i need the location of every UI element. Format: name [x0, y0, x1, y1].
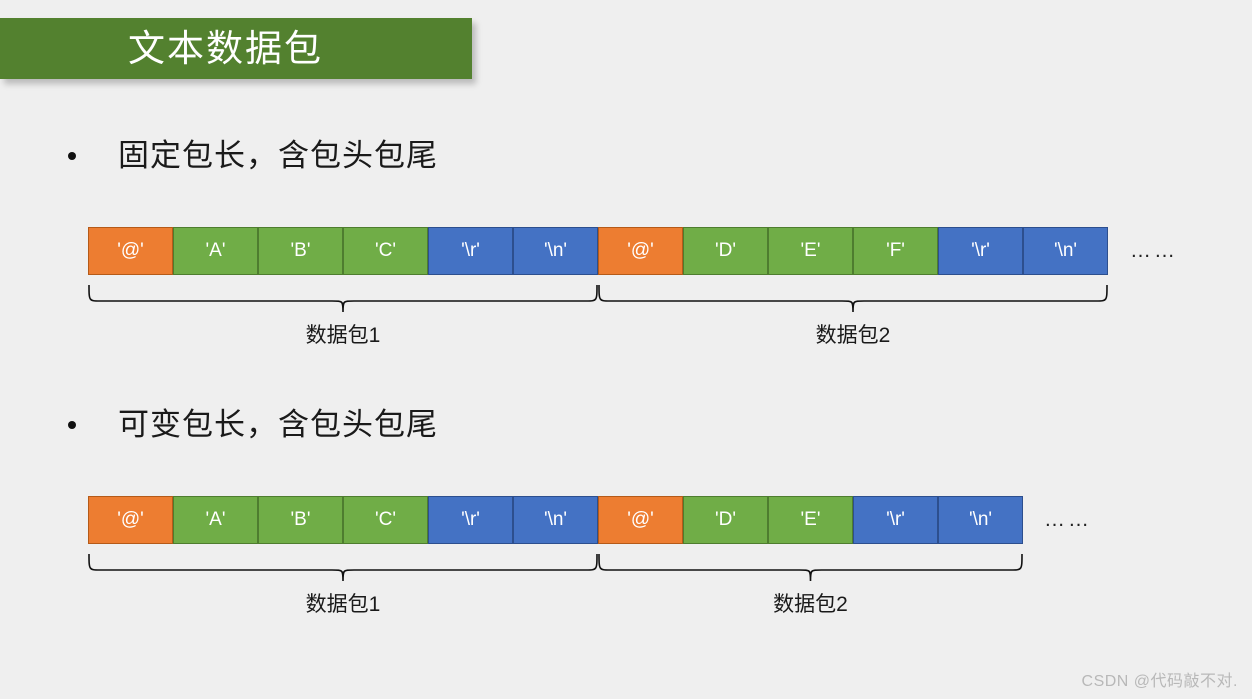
byte-cell: 'B' — [258, 227, 343, 275]
byte-cell: 'A' — [173, 496, 258, 544]
packet-label: 数据包1 — [305, 324, 381, 347]
brace-icon — [598, 284, 1108, 313]
packet-brace: 数据包1 — [88, 552, 598, 615]
bullet-dot-icon — [68, 151, 76, 160]
byte-cell: '\n' — [513, 496, 598, 544]
byte-cell: 'D' — [683, 227, 768, 275]
bullet-dot-icon — [68, 420, 76, 429]
bullet-label: 固定包长，含包头包尾 — [118, 138, 438, 173]
byte-strip-fixed-length: '@''A''B''C''\r''\n''@''D''E''F''\r''\n' — [88, 227, 1108, 275]
bullet-label: 可变包长，含包头包尾 — [118, 407, 438, 442]
page-title: 文本数据包 — [128, 28, 323, 69]
byte-cell: '@' — [88, 496, 173, 544]
brace-icon — [88, 553, 598, 582]
bullet-item-fixed-length: 固定包长，含包头包尾 — [68, 140, 438, 171]
brace-icon — [88, 284, 598, 313]
ellipsis-fixed-length: …… — [1130, 239, 1178, 262]
slide-title-banner: 文本数据包 — [0, 18, 472, 79]
byte-cell: 'C' — [343, 496, 428, 544]
byte-cell: '\r' — [938, 227, 1023, 275]
byte-cell: '@' — [88, 227, 173, 275]
byte-cell: '\r' — [428, 227, 513, 275]
byte-cell: 'C' — [343, 227, 428, 275]
byte-cell: 'E' — [768, 496, 853, 544]
packet-label: 数据包2 — [773, 593, 848, 616]
packet-label: 数据包2 — [815, 324, 891, 347]
packet-brace: 数据包2 — [598, 283, 1108, 346]
byte-cell: 'A' — [173, 227, 258, 275]
packet-brace: 数据包2 — [598, 552, 1023, 615]
byte-cell: '@' — [598, 227, 683, 275]
bullet-item-variable-length: 可变包长，含包头包尾 — [68, 409, 438, 440]
byte-cell: 'B' — [258, 496, 343, 544]
byte-cell: '\n' — [513, 227, 598, 275]
byte-cell: 'D' — [683, 496, 768, 544]
byte-cell: '\r' — [853, 496, 938, 544]
byte-cell: 'F' — [853, 227, 938, 275]
ellipsis-variable-length: …… — [1044, 508, 1092, 531]
watermark: CSDN @代码敲不对. — [1081, 673, 1238, 690]
byte-cell: '\r' — [428, 496, 513, 544]
byte-cell: '\n' — [1023, 227, 1108, 275]
byte-strip-variable-length: '@''A''B''C''\r''\n''@''D''E''\r''\n' — [88, 496, 1023, 544]
byte-cell: 'E' — [768, 227, 853, 275]
packet-label: 数据包1 — [305, 593, 381, 616]
packet-brace: 数据包1 — [88, 283, 598, 346]
byte-cell: '@' — [598, 496, 683, 544]
brace-icon — [598, 553, 1023, 582]
byte-cell: '\n' — [938, 496, 1023, 544]
